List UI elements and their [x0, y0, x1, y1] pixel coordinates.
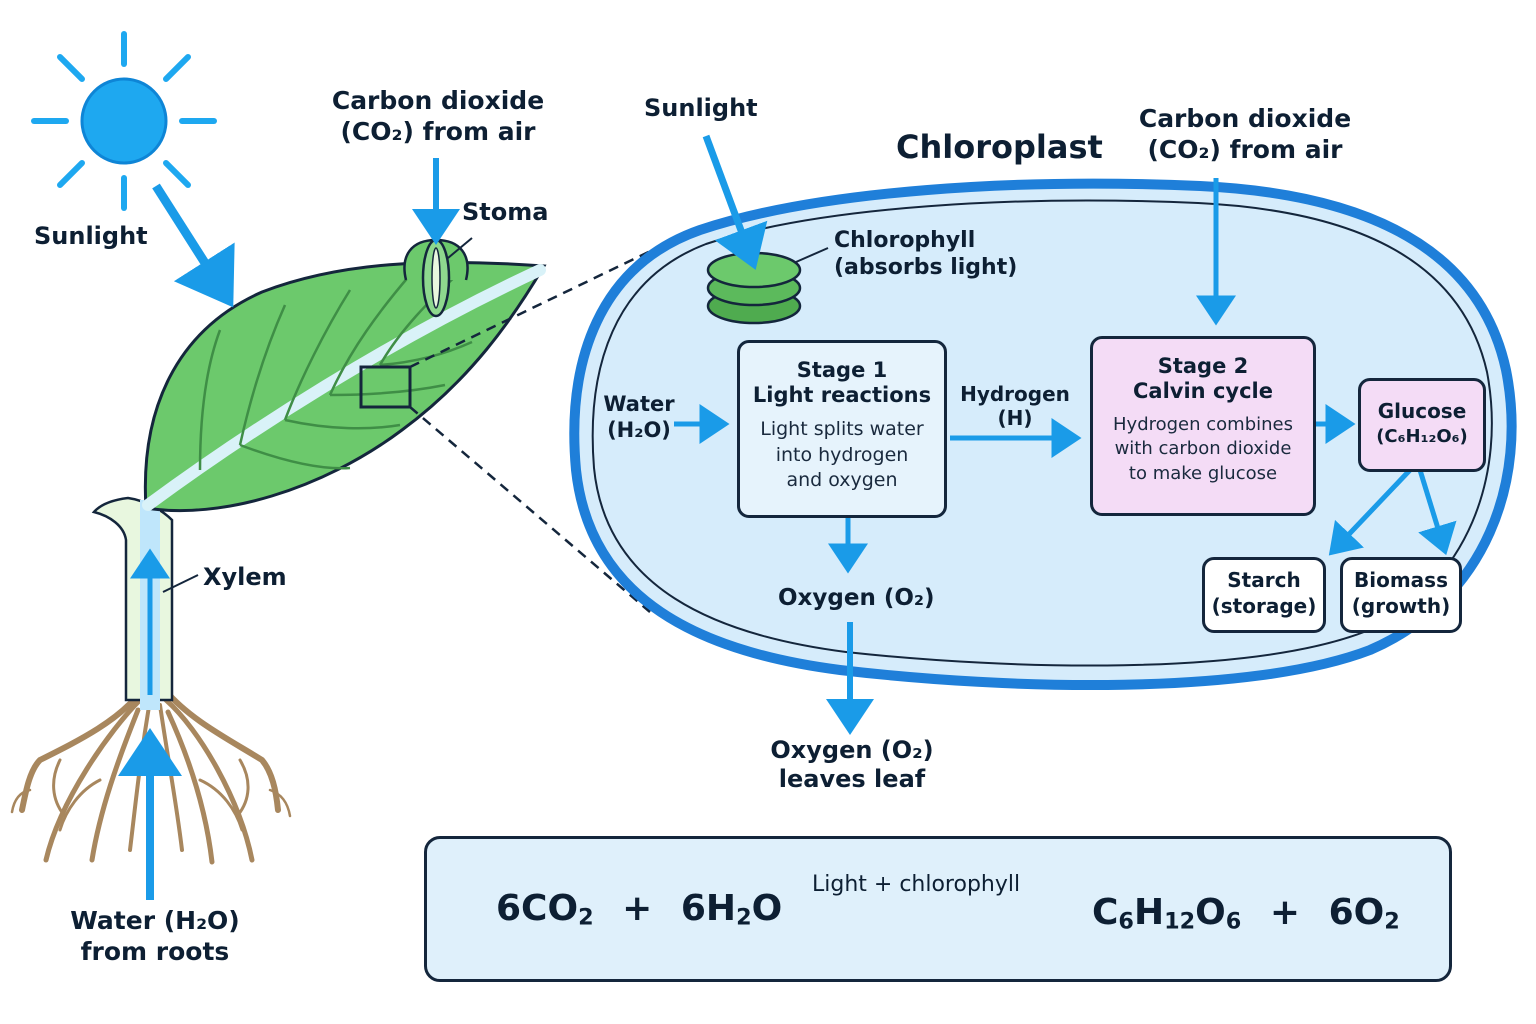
stoma-pointer	[447, 237, 473, 259]
stage2-box: Stage 2 Calvin cycle Hydrogen combines w…	[1090, 336, 1316, 516]
equation-condition: Light + chlorophyll	[812, 872, 1021, 897]
stoma-label: Stoma	[462, 198, 549, 226]
oxygen-label-chloroplast: Oxygen (O₂)	[778, 585, 935, 611]
xylem-label: Xylem	[203, 563, 287, 591]
stage1-subtitle: Light reactions	[752, 382, 932, 407]
hydrogen-label-line1: Hydrogen	[960, 382, 1070, 406]
stage2-desc-line3: to make glucose	[1128, 462, 1278, 484]
water-label-chloroplast-line1: Water	[603, 392, 675, 416]
reactant1-co2: 6CO2	[496, 888, 594, 931]
product1-glucose: C6H12O6	[1092, 892, 1242, 935]
stoma-icon	[403, 238, 469, 318]
glucose-box: Glucose (C₆H₁₂O₆)	[1358, 378, 1486, 472]
stage2-subtitle: Calvin cycle	[1133, 378, 1273, 403]
equation-products: C6H12O6 + 6O2	[1092, 892, 1400, 934]
stage1-title: Stage 1	[796, 358, 888, 382]
hydrogen-label-line2: (H)	[997, 406, 1033, 431]
co2-label-plant: Carbon dioxide (CO₂) from air	[326, 86, 550, 147]
sunlight-label-chloroplast: Sunlight	[644, 94, 758, 122]
xylem-pointer	[162, 574, 199, 593]
chlorophyll-label: Chlorophyll (absorbs light)	[834, 228, 1017, 282]
co2-label-chloroplast-line1: Carbon dioxide	[1138, 104, 1352, 133]
plus-sign-2: +	[1269, 892, 1301, 933]
plus-sign-1: +	[622, 888, 653, 929]
oxygen-leaves-label: Oxygen (O₂) leaves leaf	[752, 736, 952, 795]
chlorophyll-pointer	[795, 247, 829, 263]
chlorophyll-label-line2: (absorbs light)	[834, 254, 1018, 280]
biomass-box: Biomass (growth)	[1340, 557, 1462, 633]
oxygen-leaves-line2: leaves leaf	[778, 765, 926, 794]
starch-arrow	[1328, 468, 1412, 556]
biomass-subtitle: (growth)	[1351, 593, 1451, 618]
roots	[10, 687, 292, 865]
chloroplast-title: Chloroplast	[896, 128, 1103, 166]
starch-box: Starch (storage)	[1202, 557, 1326, 633]
stage2-description: Hydrogen combines with carbon dioxide to…	[1093, 413, 1313, 486]
stage1-box: Stage 1 Light reactions Light splits wat…	[737, 340, 947, 518]
biomass-title: Biomass	[1354, 568, 1448, 592]
water-label-chloroplast-line2: (H₂O)	[607, 417, 671, 442]
water-label-roots: Water (H₂O) from roots	[50, 906, 260, 967]
chlorophyll-label-line1: Chlorophyll	[834, 228, 976, 253]
stage1-desc-line1: Light splits water	[760, 417, 924, 440]
reactant2-h2o: 6H2O	[680, 888, 783, 931]
stage1-description: Light splits water into hydrogen and oxy…	[740, 417, 944, 494]
water-label-chloroplast: Water (H₂O)	[598, 392, 680, 443]
leaf-midrib	[142, 264, 546, 511]
zoom-region-square	[359, 365, 412, 409]
co2-label-chloroplast: Carbon dioxide (CO₂) from air	[1138, 104, 1352, 165]
stage2-desc-line2: with carbon dioxide	[1114, 438, 1292, 460]
stem	[91, 496, 174, 702]
co2-label-plant-line1: Carbon dioxide	[331, 86, 545, 115]
sunlight-label-plant: Sunlight	[34, 222, 148, 250]
glucose-title: Glucose	[1377, 399, 1467, 423]
sun-icon	[31, 31, 217, 211]
water-label-roots-line2: from roots	[80, 936, 230, 966]
zoom-dashed-line-bottom	[409, 406, 651, 613]
equation-box	[424, 836, 1452, 982]
oxygen-leaves-line1: Oxygen (O₂)	[770, 736, 934, 764]
starch-subtitle: (storage)	[1211, 593, 1317, 618]
thylakoid-stack-icon	[706, 251, 802, 325]
sunlight-arrow-chloroplast	[702, 134, 768, 270]
product2-o2: 6O2	[1328, 892, 1400, 935]
stage1-desc-line3: and oxygen	[786, 469, 898, 492]
biomass-arrow	[1417, 469, 1457, 556]
stage2-title: Stage 2	[1157, 354, 1249, 378]
glucose-formula: (C₆H₁₂O₆)	[1376, 425, 1468, 447]
water-label-roots-line1: Water (H₂O)	[70, 906, 240, 935]
stage2-desc-line1: Hydrogen combines	[1113, 413, 1293, 435]
starch-title: Starch	[1227, 568, 1301, 592]
zoom-dashed-line-top	[409, 230, 691, 369]
co2-label-chloroplast-line2: (CO₂) from air	[1147, 134, 1343, 164]
sunlight-arrow-plant	[152, 183, 235, 308]
co2-label-plant-line2: (CO₂) from air	[340, 116, 536, 146]
equation-reactants: 6CO2 + 6H2O	[496, 888, 782, 930]
stage1-desc-line2: into hydrogen	[775, 443, 909, 466]
leaf-veins	[198, 271, 473, 471]
hydrogen-label: Hydrogen (H)	[954, 382, 1076, 431]
